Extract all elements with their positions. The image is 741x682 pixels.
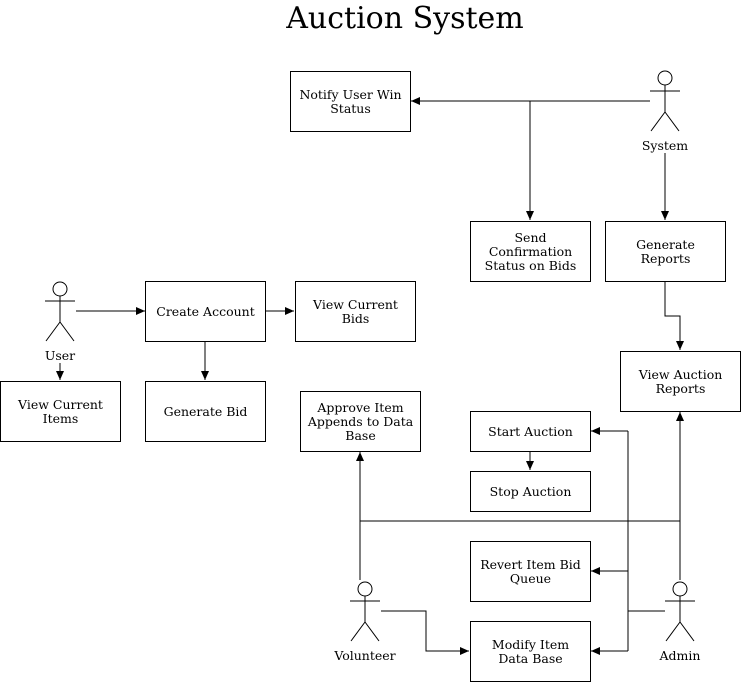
volunteer-actor-label: Volunteer: [320, 649, 410, 663]
use-case-send-confirmation-status: Send Confirmation Status on Bids: [470, 221, 591, 282]
diagram-title: Auction System: [286, 1, 524, 36]
edge-volunteer-modify: [381, 610, 469, 655]
use-case-notify-user-win-status: Notify User Win Status: [290, 71, 411, 132]
use-case-approve-item: Approve Item Appends to Data Base: [300, 391, 421, 452]
use-case-generate-reports: Generate Reports: [605, 221, 726, 282]
admin-actor-label: Admin: [635, 649, 725, 663]
use-case-stop-auction: Stop Auction: [470, 471, 591, 512]
use-case-view-auction-reports: View Auction Reports: [620, 351, 741, 412]
use-case-create-account: Create Account: [145, 281, 266, 342]
system-actor-label: System: [620, 139, 710, 153]
user-actor-label: User: [15, 349, 105, 363]
use-case-revert-item-bid-queue: Revert Item Bid Queue: [470, 541, 591, 602]
use-case-modify-item-data-base: Modify Item Data Base: [470, 621, 591, 682]
use-case-view-current-items: View Current Items: [0, 381, 121, 442]
use-case-view-current-bids: View Current Bids: [295, 281, 416, 342]
user-actor-icon: [45, 281, 75, 342]
admin-actor-icon: [665, 581, 695, 642]
edge-reports-view: [664, 281, 684, 350]
use-case-generate-bid: Generate Bid: [145, 381, 266, 442]
volunteer-actor-icon: [350, 581, 380, 642]
use-case-start-auction: Start Auction: [470, 411, 591, 452]
system-actor-icon: [650, 70, 680, 132]
